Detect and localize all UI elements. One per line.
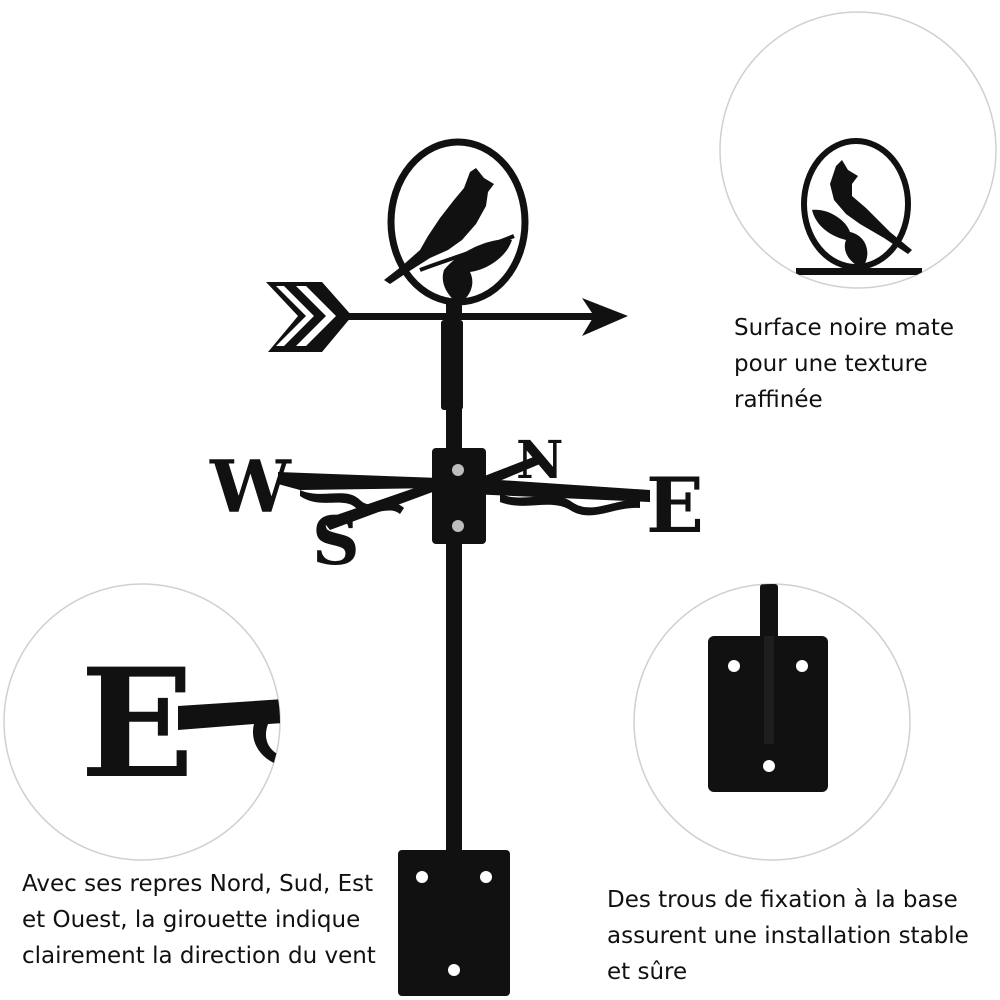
bracket-bolt-bottom (452, 520, 464, 532)
leaf-branch-icon (812, 209, 868, 268)
zoom-circle-emblem (719, 11, 997, 289)
caption-compass-directions: Avec ses repres Nord, Sud, Est et Ouest,… (22, 871, 376, 969)
zoom-letter-east: E (80, 636, 194, 812)
weathervane: W S N E (209, 138, 704, 996)
arm-scroll (178, 698, 280, 764)
cardinal-bird-icon (830, 160, 912, 254)
zoom-circle-base-plate (633, 583, 911, 861)
mount-hole (448, 964, 460, 976)
mount-hole (796, 660, 808, 672)
compass-letter-north: N (516, 430, 564, 491)
compass-letter-west: W (209, 444, 292, 529)
caption-mounting-holes: Des trous de fixation à la base assurent… (607, 887, 969, 985)
mount-hole (728, 660, 740, 672)
pole-upper-sleeve (441, 320, 463, 410)
base-plate (398, 850, 510, 996)
cardinal-emblem (384, 138, 529, 320)
cardinal-bird-icon (384, 168, 494, 284)
bracket-bolt-top (452, 464, 464, 476)
center-bracket (432, 448, 486, 544)
mount-hole (416, 871, 428, 883)
caption-matte-finish: Surface noire mate pour une texture raff… (734, 315, 955, 413)
compass-letter-east: E (646, 461, 704, 550)
mount-hole (763, 760, 775, 772)
zoom-circle-east-letter: E (3, 583, 281, 861)
compass-arms (278, 456, 650, 530)
mount-hole (480, 871, 492, 883)
compass-letter-south: S (312, 502, 360, 580)
